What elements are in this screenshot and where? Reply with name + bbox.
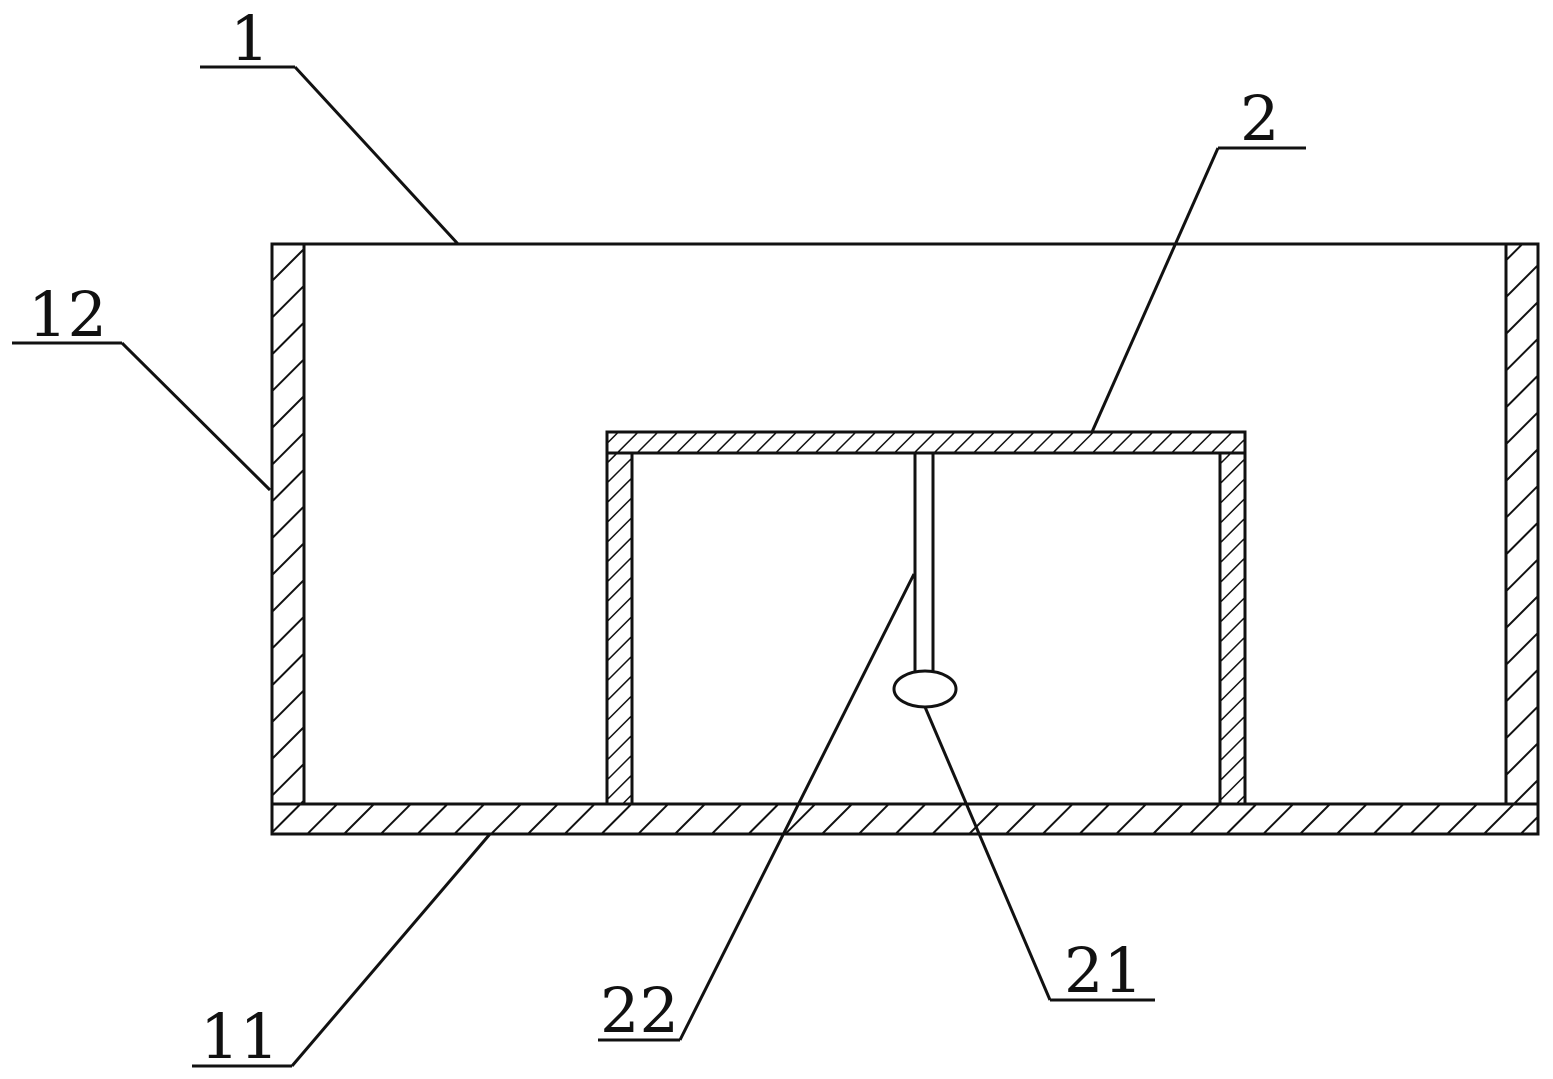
right-wall — [1506, 244, 1538, 804]
left-wall — [272, 244, 304, 804]
reference-numerals: 1 2 12 11 22 21 — [28, 2, 1279, 1073]
inner-right-wall — [1220, 453, 1245, 804]
label-bottom-plate: 11 — [200, 1000, 279, 1073]
inner-left-wall — [607, 453, 632, 804]
label-rod: 22 — [600, 974, 679, 1047]
label-ball: 21 — [1064, 934, 1143, 1007]
label-outer-box: 1 — [230, 2, 269, 75]
rod — [915, 453, 933, 689]
inner-top-wall — [607, 432, 1245, 453]
ball — [894, 671, 956, 707]
leader-11-pointer — [292, 834, 490, 1066]
leader-2-pointer — [1092, 148, 1218, 432]
pendulum — [894, 453, 956, 707]
bottom-plate — [272, 804, 1538, 834]
label-side-wall: 12 — [28, 278, 107, 351]
leader-1-pointer — [295, 67, 458, 244]
leader-21-pointer — [925, 707, 1050, 1000]
leader-12-pointer — [122, 343, 270, 490]
leader-lines — [12, 67, 1306, 1066]
outer-box — [272, 244, 1538, 834]
label-inner-box: 2 — [1240, 82, 1279, 155]
